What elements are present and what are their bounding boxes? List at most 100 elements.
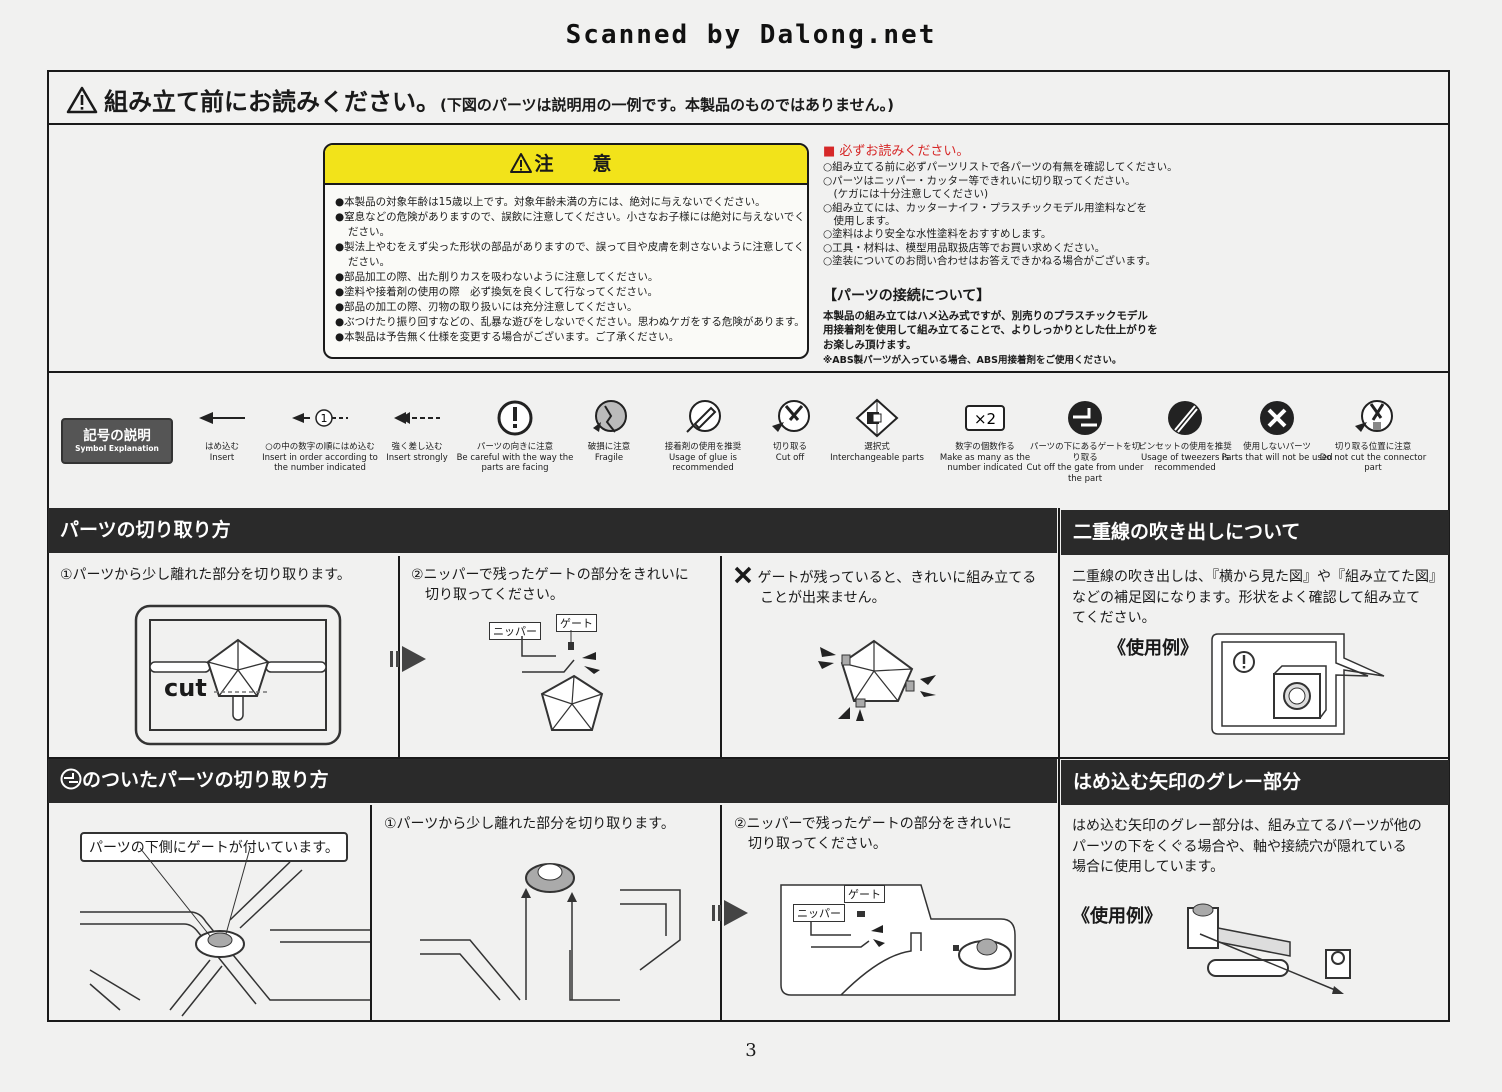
symbol-jp-label: 数字の個数作る [955,442,1015,452]
gate-label: ゲート [556,614,597,632]
cutting-step-2: ②ニッパーで残ったゲートの部分をきれいに 切り取ってください。 [411,565,689,605]
step-arrow-icon [390,646,426,672]
caution-item: ●窒息などの危険がありますので、誤飲に注意してください。小さなお子様には絶対に与… [335,211,805,238]
svg-text:1: 1 [321,412,328,425]
must-read-item: ○パーツはニッパー・カッター等できれいに切り取ってください。 [823,174,1136,187]
cutting-title: パーツの切り取り方 [60,519,231,541]
symbol-jp-label: はめ込む [204,442,239,452]
under-gate-step-1: ①パーツから少し離れた部分を切り取ります。 [384,816,675,832]
symbol-en-label: Cut off [775,452,805,463]
gray-arrow-line: パーツの下をくぐる場合や、軸や接続穴が隠れている [1072,838,1407,855]
symbol-en-label: Usage of glue is recommended [669,452,737,474]
symbol-en-label: Parts that will not be used [1221,452,1333,463]
step-arrow-icon [712,900,748,926]
warning-triangle-icon [66,86,98,114]
scan-watermark: Scanned by Dalong.net [565,20,937,50]
svg-text:×2: ×2 [974,410,996,428]
cut-label: cut [164,674,207,702]
symbol-jp-label: ○の中の数字の順にはめ込む [265,442,375,452]
symbol-jp-label: パーツの下にあるゲートを切り取る [1029,442,1141,463]
double-line-line: てください。 [1072,610,1156,626]
x-circle-icon [1218,398,1336,442]
symbol-en-label: Usage of tweezers is recommended [1141,452,1229,474]
symbol-en-label: Make as many as the number indicated [939,452,1031,474]
symbol-en-label: Cut off the gate from under the part [1026,463,1144,484]
badge-subtitle: Symbol Explanation [75,444,159,453]
caution-title: 注 意 [534,153,622,175]
gray-arrow-example-label: 《使用例》 [1072,906,1162,927]
must-read-item: ○塗装についてのお問い合わせはお答えできかねる場合がございます。 [823,255,1156,268]
title-sub: (下図のパーツは説明用の一例です。本製品のものではありません。) [440,96,894,114]
symbol-jp-label: 切り取る位置に注意 [1334,442,1412,452]
ng-line: ゲートが残っていると、きれいに組み立てる [757,570,1037,586]
under-gate-icon [1026,398,1144,442]
under-gate-step-2-line: 切り取ってください。 [734,836,887,852]
caution-item: ●ぶつけたり振り回すなどの、乱暴な遊びをしないでください。思わぬケガをする危険が… [335,316,805,328]
gray-arrow-illustration [1187,903,1351,994]
symbol-jp-label: 破損に注意 [587,442,631,452]
runner-cut-illustration [134,604,342,746]
symbol-jp-label: ピンセットの使用を推奨 [1138,442,1232,452]
nipper-label: ニッパー [489,622,541,640]
tweezers-icon [1126,398,1244,442]
ng-note: ゲートが残っていると、きれいに組み立てることが出来ません。 [733,565,1036,608]
runner-under-gate-illustration [80,847,370,1017]
abs-note: ※ABS製パーツが入っている場合、ABS用接着剤をご使用ください。 [823,355,1122,367]
caution-box: 注 意 ●本製品の対象年齢は15歳以上です。対象年齢未満の方には、絶対に与えない… [323,143,809,359]
gray-arrow-text: はめ込む矢印のグレー部分は、組み立てるパーツが他のパーツの下をくぐる場合や、軸や… [1072,816,1422,878]
symbol-en-label: Fragile [594,452,624,463]
double-line-example-label: 《使用例》 [1108,638,1198,659]
page-title: 組み立て前にお読みください。(下図のパーツは説明用の一例です。本製品のものではあ… [66,82,894,117]
section-bar-double-line: 二重線の吹き出しについて [1061,510,1449,555]
section-bar-cutting: パーツの切り取り方 [48,508,1057,553]
under-gate-title: のついたパーツの切り取り方 [82,769,329,791]
arrow-left-icon [163,398,281,442]
caution-item: ●製法上やむをえず尖った形状の部品がありますので、誤って目や皮膚を刺さないように… [335,241,805,268]
double-line-text: 二重線の吹き出しは、『横から見た図』や『組み立てた図』などの補足図になります。形… [1072,567,1443,629]
cutting-step-2-line: ②ニッパーで残ったゲートの部分をきれいに [411,567,689,583]
cutting-step-2-line: 切り取ってください。 [411,587,564,603]
numbered-arrow-icon: 1 [261,398,379,442]
must-read-item: 使用します。 [823,215,896,228]
caution-item: ●部品加工の際、出た削りカスを吸わないように注意してください。 [335,271,659,283]
symbol-en-label: Be careful with the way the parts are fa… [456,452,574,474]
must-read-item: ○組み立てる前に必ずパーツリストで各パーツの有無を確認してください。 [823,161,1178,174]
nipper-icon [731,398,849,442]
cut-position-icon [1314,398,1432,442]
times-two-icon: ×2 [926,398,1044,442]
connection-line: 本製品の組み立てはハメ込み式ですが、別売りのプラスチックモデル [823,310,1148,322]
connection-title: 【パーツの接続について】 [823,288,991,304]
double-line-line: 二重線の吹き出しは、『横から見た図』や『組み立てた図』 [1072,569,1443,585]
ng-line: ことが出来ません。 [760,590,886,606]
symbol-explanation-badge: 記号の説明 Symbol Explanation [61,418,173,464]
nipper-label: ニッパー [793,904,845,922]
connection-line: お楽しみ頂けます。 [823,338,917,351]
symbol-en-label: Insert in order according to the number … [262,452,378,474]
under-gate-step-2-line: ②ニッパーで残ったゲートの部分をきれいに [734,816,1012,832]
must-read-item: ○塗料はより安全な水性塗料をおすすめします。 [823,228,1052,241]
selectable-icon [818,398,936,442]
connection-block: 【パーツの接続について】 本製品の組み立てはハメ込み式ですが、別売りのプラスチッ… [823,285,1243,366]
gate-cut-illustration [521,630,604,731]
symbol-en-label: Insert [209,452,235,463]
gate-remaining-illustration [818,639,936,721]
strong-insert-icon [358,398,476,442]
symbol-jp-label: 使用しないパーツ [1243,442,1311,452]
under-gate-detail-illustration [780,884,1016,996]
section-bar-gray-arrow: はめ込む矢印のグレー部分 [1061,760,1449,805]
badge-title: 記号の説明 [83,428,151,444]
symbol-jp-label: 選択式 [864,442,890,452]
caution-item: ●塗料や接着剤の使用の際 必ず換気を良くして行なってください。 [335,286,659,298]
section-bar-under-gate: のついたパーツの切り取り方 [48,758,1057,803]
exclamation-icon [456,398,574,442]
